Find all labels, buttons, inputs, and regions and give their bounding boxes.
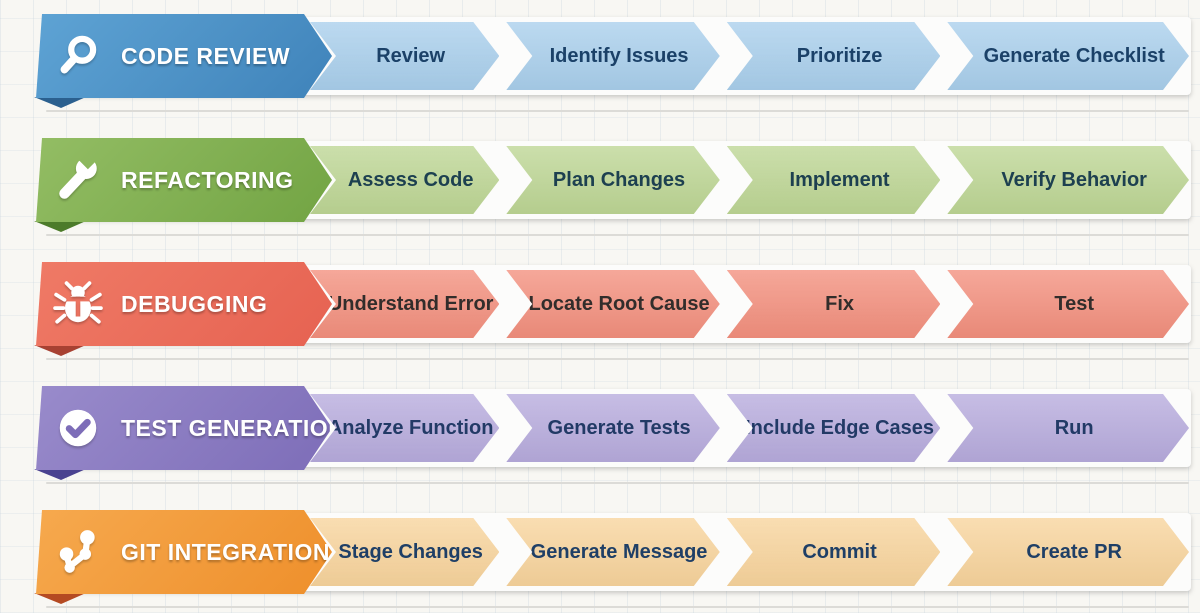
step-strip: Understand Error Locate Root Cause Fix T…: [310, 270, 1189, 338]
ribbon-fold: [34, 469, 86, 480]
step-label: Generate Message: [530, 540, 708, 563]
step-label: Review: [376, 44, 446, 67]
ribbon-fold: [34, 345, 86, 356]
step-label: Fix: [825, 292, 855, 315]
step-chevron: Create PR: [947, 518, 1189, 586]
band-header: GIT INTEGRATION: [36, 510, 332, 594]
step-chevron: Plan Changes: [506, 146, 720, 214]
band-header: DEBUGGING: [36, 262, 332, 346]
band-title: REFACTORING: [121, 166, 294, 193]
step-label: Identify Issues: [549, 44, 689, 67]
step-chevron: Generate Tests: [506, 394, 720, 462]
step-chevron: Generate Message: [506, 518, 720, 586]
step-label: Commit: [802, 540, 877, 563]
step-chevron: Verify Behavior: [947, 146, 1189, 214]
step-chevron: Review: [310, 22, 499, 90]
step-label: Locate Root Cause: [528, 292, 710, 315]
step-label: Generate Checklist: [983, 44, 1165, 67]
step-strip: Assess Code Plan Changes Implement Verif…: [310, 146, 1189, 214]
step-chevron: Commit: [727, 518, 941, 586]
step-label: Assess Code: [347, 168, 474, 191]
step-label: Generate Tests: [547, 416, 691, 439]
workflow-band-code-review: Review Identify Issues Prioritize Genera…: [34, 14, 1193, 112]
step-chevron: Stage Changes: [310, 518, 499, 586]
magnifier-icon: [52, 30, 104, 82]
step-chevron: Test: [947, 270, 1189, 338]
step-chevron: Fix: [727, 270, 941, 338]
ribbon-fold: [34, 593, 86, 604]
step-label: Plan Changes: [552, 168, 686, 191]
step-label: Understand Error: [327, 292, 494, 315]
step-label: Implement: [789, 168, 890, 191]
step-strip: Stage Changes Generate Message Commit Cr…: [310, 518, 1189, 586]
ribbon-fold: [34, 97, 86, 108]
step-label: Prioritize: [796, 44, 883, 67]
step-chevron: Understand Error: [310, 270, 499, 338]
row-separator: [46, 110, 1189, 112]
step-chevron: Prioritize: [727, 22, 941, 90]
check-circle-icon: [52, 402, 104, 454]
bug-icon: [52, 278, 104, 330]
row-separator: [46, 234, 1189, 236]
band-header: REFACTORING: [36, 138, 332, 222]
step-label: Stage Changes: [338, 540, 483, 563]
band-title: DEBUGGING: [121, 290, 268, 317]
workflow-band-test-generation: Analyze Function Generate Tests Include …: [34, 386, 1193, 484]
band-title: CODE REVIEW: [121, 42, 291, 69]
wrench-icon: [52, 154, 104, 206]
step-label: Verify Behavior: [1001, 168, 1147, 191]
step-label: Run: [1054, 416, 1094, 439]
step-chevron: Run: [947, 394, 1189, 462]
band-header: CODE REVIEW: [36, 14, 332, 98]
step-label: Analyze Function: [327, 416, 494, 439]
workflow-band-debugging: Understand Error Locate Root Cause Fix T…: [34, 262, 1193, 360]
step-chevron: Identify Issues: [506, 22, 720, 90]
row-separator: [46, 482, 1189, 484]
ribbon-fold: [34, 221, 86, 232]
band-header: TEST GENERATION: [36, 386, 332, 470]
step-label: Test: [1054, 292, 1094, 315]
band-title: TEST GENERATION: [121, 414, 346, 441]
step-label: Include Edge Cases: [745, 416, 935, 439]
step-strip: Analyze Function Generate Tests Include …: [310, 394, 1189, 462]
band-title: GIT INTEGRATION: [121, 538, 330, 565]
step-chevron: Assess Code: [310, 146, 499, 214]
workflow-band-refactoring: Assess Code Plan Changes Implement Verif…: [34, 138, 1193, 236]
step-chevron: Generate Checklist: [947, 22, 1189, 90]
step-chevron: Locate Root Cause: [506, 270, 720, 338]
git-branch-icon: [52, 526, 104, 578]
row-separator: [46, 606, 1189, 608]
step-chevron: Analyze Function: [310, 394, 499, 462]
step-chevron: Include Edge Cases: [727, 394, 941, 462]
step-strip: Review Identify Issues Prioritize Genera…: [310, 22, 1189, 90]
row-separator: [46, 358, 1189, 360]
step-label: Create PR: [1026, 540, 1122, 563]
workflow-band-git-integration: Stage Changes Generate Message Commit Cr…: [34, 510, 1193, 608]
step-chevron: Implement: [727, 146, 941, 214]
